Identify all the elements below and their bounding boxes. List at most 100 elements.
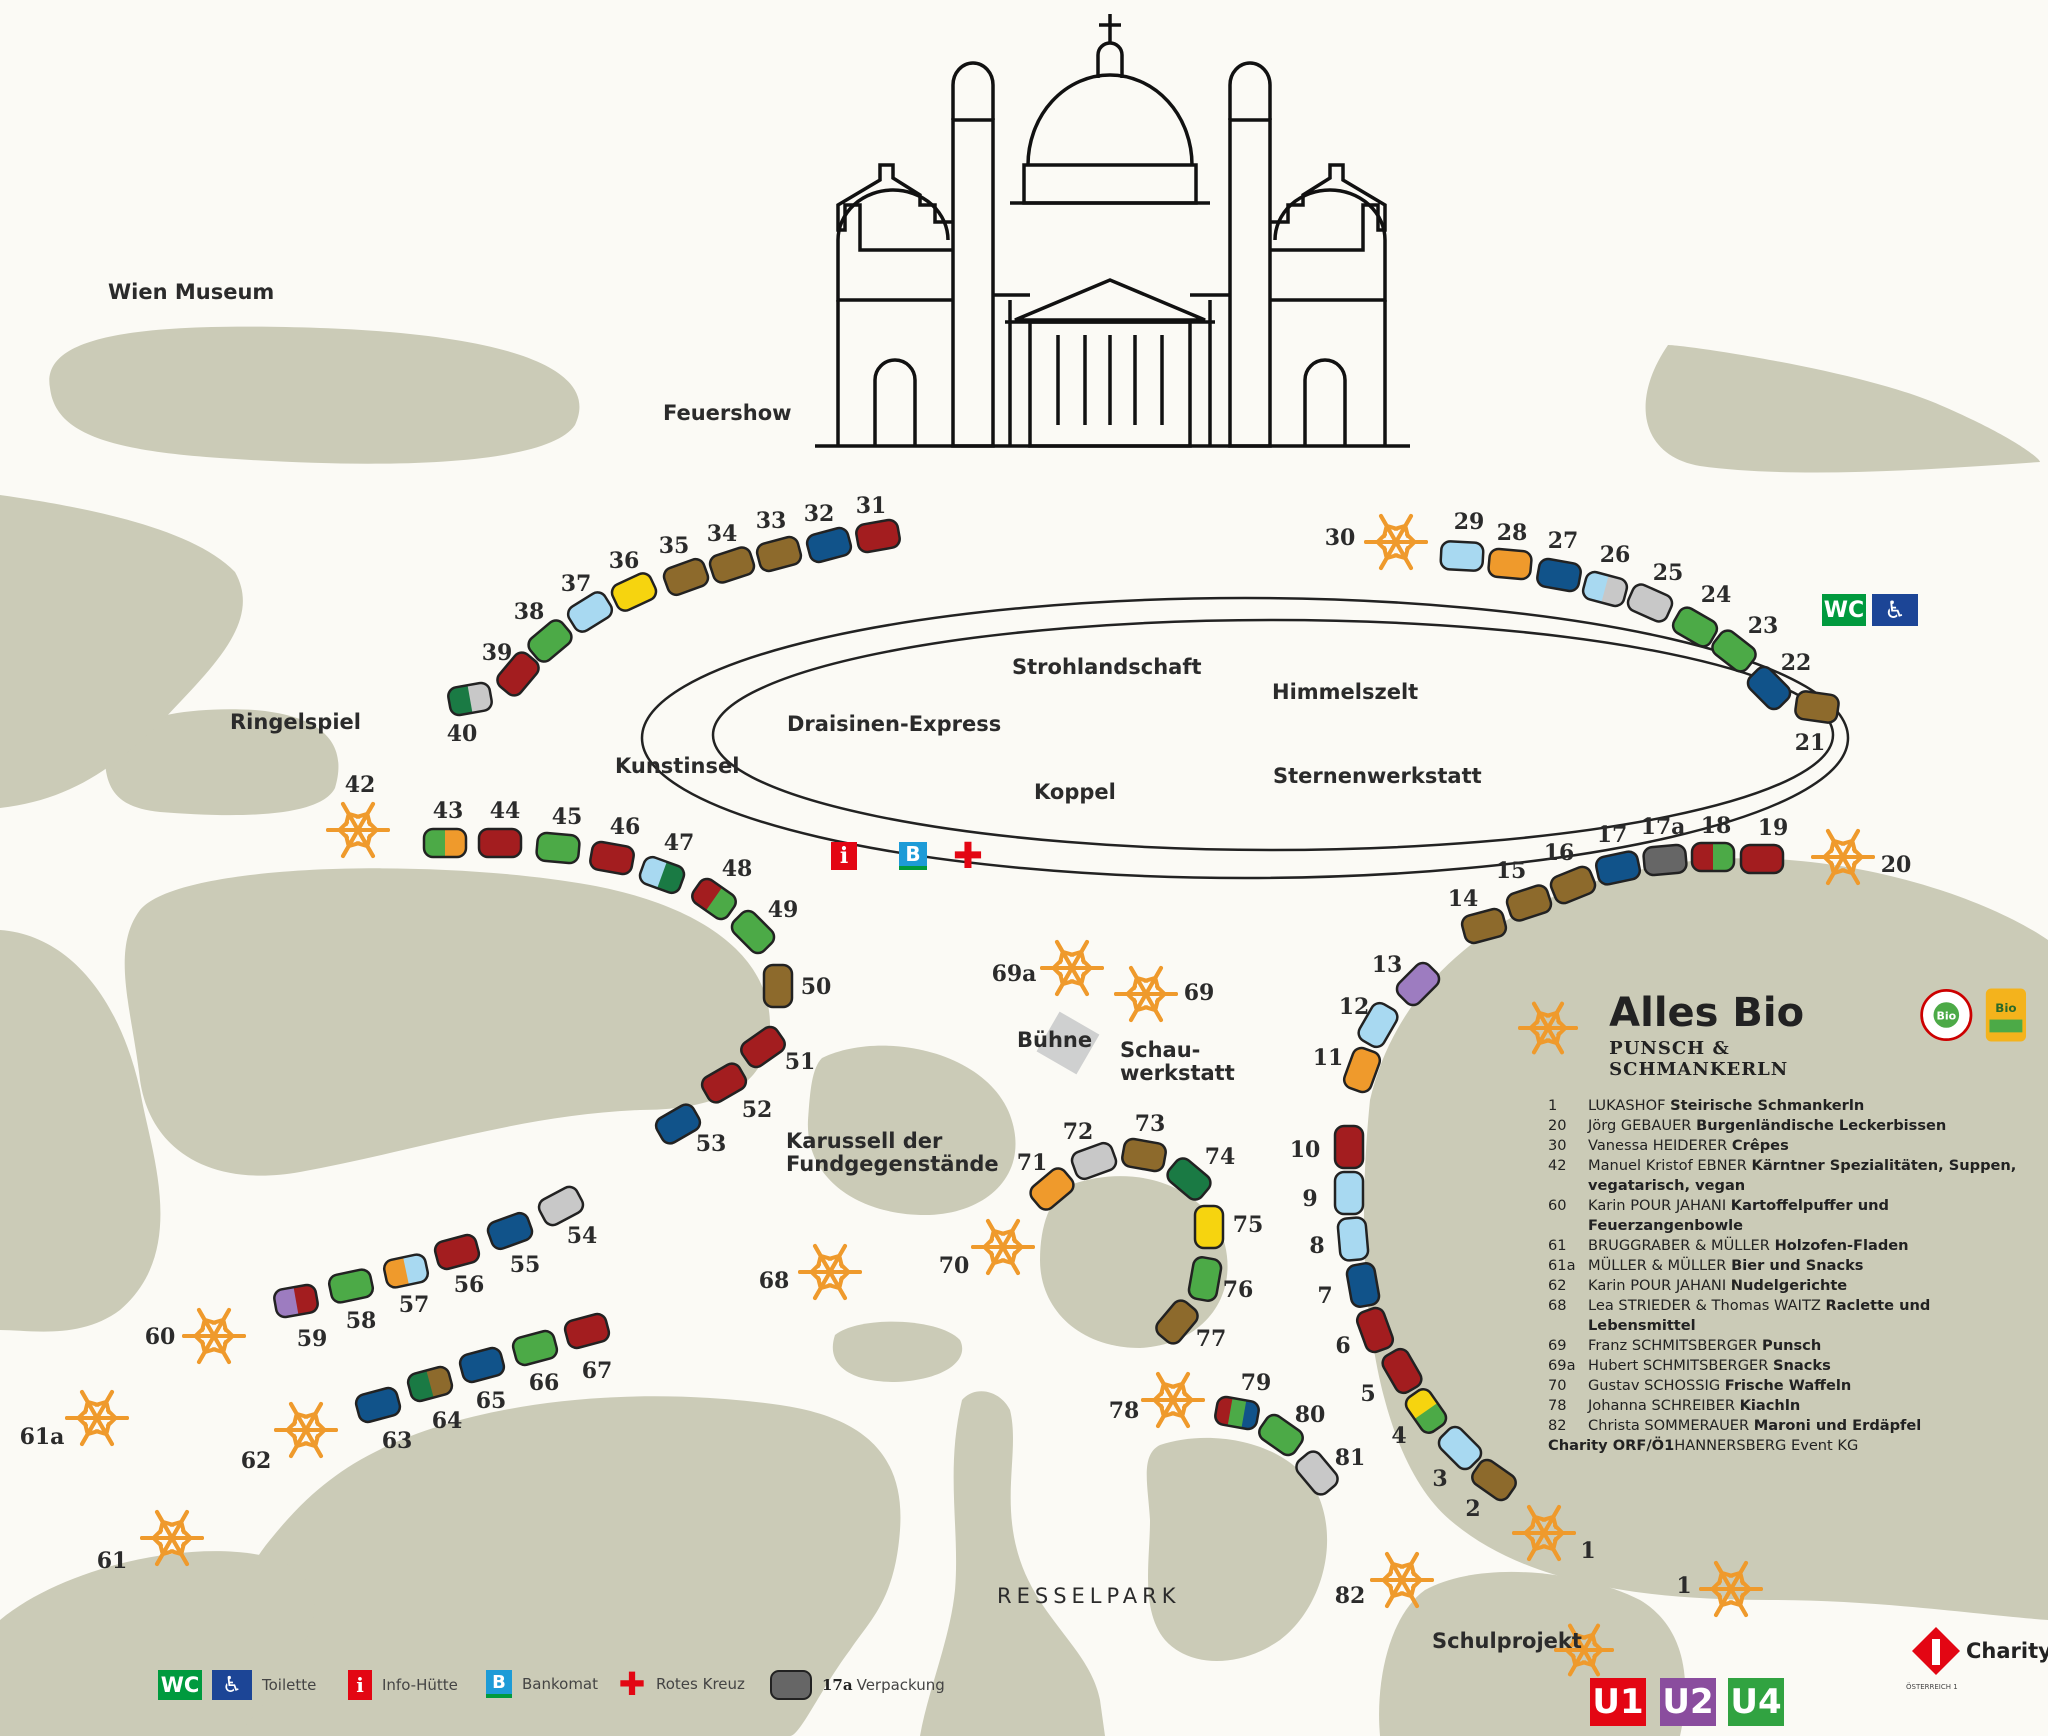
stall-number: 32 [804, 501, 835, 527]
stall-55[interactable] [485, 1210, 535, 1252]
stall-64[interactable] [406, 1365, 454, 1403]
stall-color-segment [1393, 959, 1443, 1009]
stall-19[interactable] [1739, 843, 1785, 875]
stall-number: 11 [1313, 1045, 1344, 1071]
snowflake-number: 61a [20, 1424, 65, 1450]
stall-50[interactable] [762, 963, 794, 1009]
stall-58[interactable] [327, 1267, 375, 1305]
stall-17[interactable] [1594, 849, 1642, 887]
stall-10[interactable] [1333, 1124, 1365, 1170]
stall-66[interactable] [511, 1329, 559, 1367]
stall-77[interactable] [1152, 1296, 1202, 1348]
stall-color-segment [854, 518, 902, 554]
vendor-product: Steirische Schmankerln [1670, 1097, 1865, 1114]
stall-81[interactable] [1292, 1447, 1342, 1499]
stall-65[interactable] [458, 1346, 506, 1384]
stall-40[interactable] [446, 681, 494, 717]
snowflake-icon [1364, 514, 1428, 570]
stall-79[interactable] [1213, 1395, 1261, 1431]
stall-49[interactable] [728, 907, 778, 957]
stall-34[interactable] [707, 545, 757, 585]
stall-43[interactable] [422, 827, 468, 859]
charity-row-label: Charity ORF/Ö1 [1548, 1437, 1675, 1454]
stall-63[interactable] [354, 1386, 402, 1424]
stall-7[interactable] [1345, 1261, 1381, 1309]
stall-color-segment [805, 526, 853, 564]
stall-36[interactable] [609, 570, 659, 614]
stall-21[interactable] [1794, 690, 1840, 724]
stall-15[interactable] [1504, 883, 1554, 923]
stall-29[interactable] [1439, 540, 1485, 572]
stall-45[interactable] [535, 831, 581, 865]
stall-outline [486, 1211, 534, 1251]
stall-57[interactable] [382, 1252, 430, 1290]
stall-56[interactable] [433, 1233, 481, 1271]
stall-outline [1536, 557, 1582, 593]
stall-75[interactable] [1193, 1204, 1225, 1250]
stall-number: 45 [552, 804, 583, 830]
stall-51[interactable] [737, 1023, 789, 1071]
vendor-product: Crêpes [1731, 1137, 1789, 1154]
stall-39[interactable] [493, 648, 543, 700]
stall-48[interactable] [688, 875, 740, 923]
stall-22[interactable] [1744, 663, 1794, 713]
stall-47[interactable] [637, 854, 687, 896]
stall-24[interactable] [1669, 604, 1721, 650]
stall-color-segment [293, 1283, 320, 1315]
stall-13[interactable] [1393, 959, 1443, 1009]
stall-4[interactable] [1402, 1385, 1450, 1437]
stall-8[interactable] [1336, 1216, 1370, 1262]
stall-number: 52 [742, 1097, 773, 1123]
stall-27[interactable] [1535, 557, 1583, 593]
stall-80[interactable] [1255, 1411, 1307, 1459]
snowflake-icon [1114, 966, 1178, 1022]
stall-71[interactable] [1026, 1164, 1078, 1214]
stall-46[interactable] [588, 840, 636, 876]
stall-32[interactable] [805, 526, 853, 564]
legend-bank: B Bankomat [486, 1670, 598, 1698]
stall-44[interactable] [477, 827, 523, 859]
stall-72[interactable] [1069, 1140, 1119, 1182]
stall-76[interactable] [1187, 1255, 1223, 1303]
stall-25[interactable] [1625, 581, 1675, 625]
stall-59[interactable] [272, 1283, 320, 1319]
stall-16[interactable] [1548, 864, 1598, 906]
stall-52[interactable] [698, 1060, 750, 1106]
stall-26[interactable] [1581, 570, 1629, 608]
vendor-desc: MÜLLER & MÜLLER Bier und Snacks [1588, 1256, 2028, 1276]
snowflake-number: 62 [241, 1448, 272, 1474]
stall-23[interactable] [1708, 627, 1760, 675]
stall-11[interactable] [1341, 1045, 1383, 1095]
stall-37[interactable] [564, 588, 616, 636]
stall-outline [1746, 665, 1792, 711]
vendor-product: Holzofen-Fladen [1774, 1237, 1909, 1254]
stall-outline [1155, 1299, 1199, 1345]
stall-number: 24 [1701, 582, 1732, 608]
vendor-id: 78 [1548, 1397, 1567, 1414]
stall-67[interactable] [563, 1312, 611, 1350]
stall-35[interactable] [661, 556, 711, 598]
stall-28[interactable] [1487, 547, 1533, 581]
stall-5[interactable] [1379, 1345, 1425, 1397]
snowflake-icon [1518, 1001, 1578, 1055]
stall-3[interactable] [1435, 1423, 1485, 1473]
stall-18[interactable] [1690, 841, 1736, 873]
stall-color-segment [403, 1252, 430, 1285]
stall-31[interactable] [854, 518, 902, 554]
stall-74[interactable] [1163, 1154, 1215, 1204]
stall-9[interactable] [1333, 1170, 1365, 1216]
stall-38[interactable] [524, 616, 576, 666]
stall-53[interactable] [652, 1101, 704, 1147]
stall-2[interactable] [1468, 1456, 1520, 1504]
stall-14[interactable] [1460, 907, 1508, 945]
stall-6[interactable] [1354, 1305, 1396, 1355]
stall-54[interactable] [535, 1183, 587, 1229]
stall-color-segment [705, 887, 740, 923]
stall-12[interactable] [1355, 999, 1401, 1051]
stall-33[interactable] [755, 535, 803, 573]
stall-73[interactable] [1120, 1137, 1168, 1173]
stall-17a[interactable] [1642, 843, 1688, 877]
